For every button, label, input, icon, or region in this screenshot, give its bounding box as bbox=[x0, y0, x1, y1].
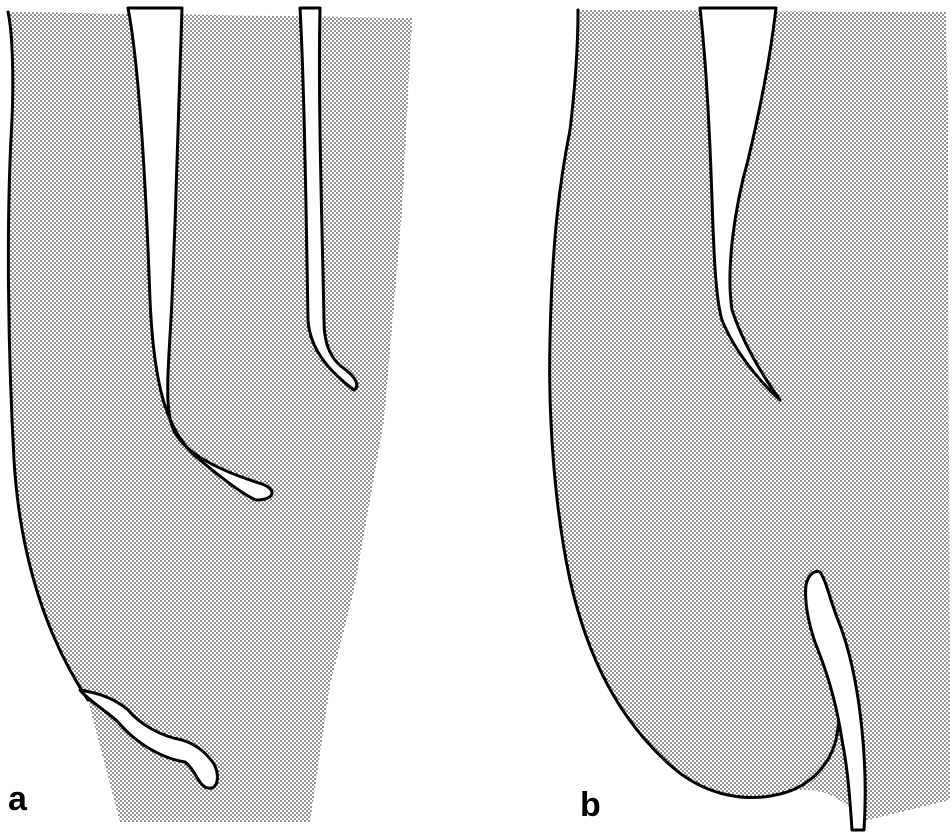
panel-a-label: a bbox=[8, 782, 27, 816]
panel-a-drawing bbox=[8, 8, 412, 822]
panel-b-label: b bbox=[580, 788, 601, 822]
panel-a-stippled-body bbox=[8, 12, 412, 822]
panel-b-drawing bbox=[550, 8, 950, 830]
